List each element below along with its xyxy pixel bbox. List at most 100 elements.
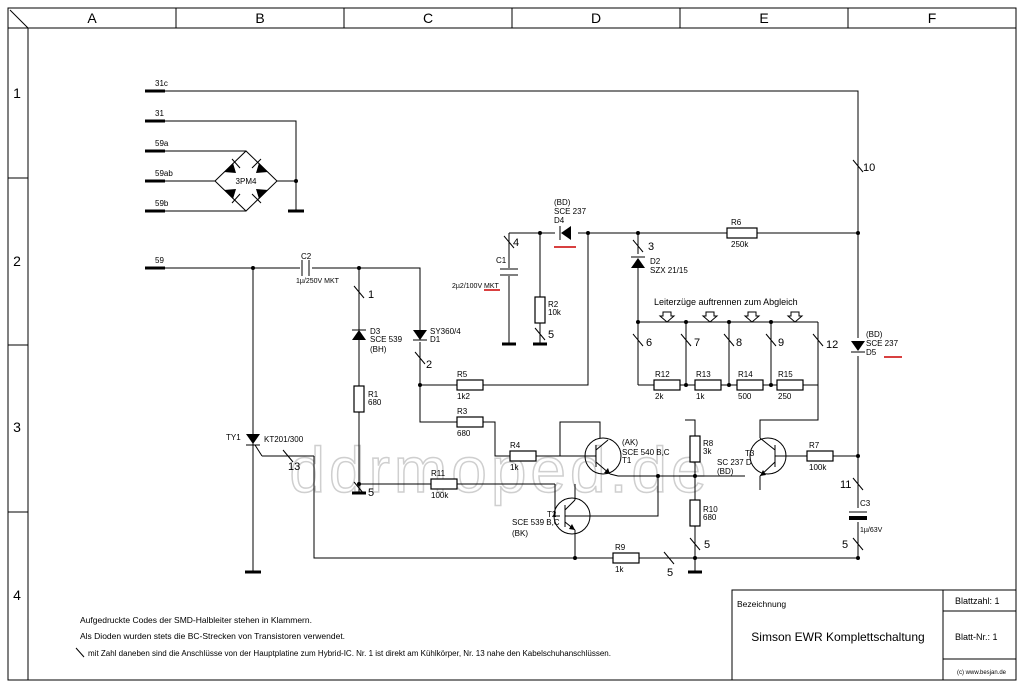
bridge-rectifier — [214, 150, 278, 212]
ty1-type: KT201/300 — [264, 435, 304, 444]
r9-name: R9 — [615, 543, 626, 552]
resistor-r7 — [806, 450, 834, 462]
grid-column-label: D — [591, 10, 601, 26]
pin-6-label: 6 — [646, 337, 652, 349]
r12-value: 2k — [655, 392, 664, 401]
input-terminals — [145, 89, 165, 270]
note-line-2: Als Dioden wurden stets die BC-Strecken … — [80, 631, 345, 641]
grid-column-label: E — [759, 10, 768, 26]
d2-name: D2 — [650, 257, 661, 266]
resistor-r14 — [736, 379, 764, 391]
transistor-t2 — [553, 497, 591, 535]
diode-d3 — [352, 329, 366, 340]
r4-name: R4 — [510, 441, 521, 450]
grid-column-label: B — [255, 10, 264, 26]
pin-5-label: 5 — [842, 539, 848, 551]
c2-value: 1µ/250V MKT — [296, 278, 340, 285]
capacitor-c2 — [301, 260, 310, 276]
resistor-r8 — [689, 435, 701, 463]
junction-dots — [251, 179, 860, 560]
d5-code: (BD) — [866, 330, 883, 339]
t2-name: T2 — [547, 510, 557, 519]
pin-markers — [282, 159, 864, 565]
c3-value: 1µ/63V — [860, 527, 883, 534]
d5-type: SCE 237 — [866, 339, 899, 348]
sheet-number: Blatt-Nr.: 1 — [955, 632, 998, 642]
pin-marker-legend-icon — [75, 647, 85, 658]
pin-8-label: 8 — [736, 337, 742, 349]
d3-code: (BH) — [370, 345, 387, 354]
c1-name: C1 — [496, 256, 507, 265]
r3-value: 680 — [457, 429, 471, 438]
resistor-r4 — [509, 450, 537, 462]
t3-type: SC 237 D — [717, 458, 752, 467]
t2-code: (BK) — [512, 529, 528, 538]
trim-arrows — [658, 311, 804, 323]
pin-5-label: 5 — [704, 539, 710, 551]
r7-value: 100k — [809, 463, 827, 472]
r13-value: 1k — [696, 392, 705, 401]
c2-name: C2 — [301, 252, 312, 261]
grid-row-label: 1 — [13, 85, 21, 101]
r14-name: R14 — [738, 370, 753, 379]
r14-value: 500 — [738, 392, 752, 401]
terminal-59b-label: 59b — [155, 199, 169, 208]
pin-9-label: 9 — [778, 337, 784, 349]
capacitor-c1 — [500, 268, 518, 276]
resistor-r1 — [353, 385, 365, 413]
r11-name: R11 — [431, 469, 446, 478]
resistor-r11 — [430, 478, 458, 490]
r10-name: R10 — [703, 505, 718, 514]
terminal-59a-label: 59a — [155, 139, 169, 148]
pin-12-label: 12 — [826, 339, 838, 351]
resistor-r12 — [653, 379, 681, 391]
terminal-59ab-label: 59ab — [155, 169, 173, 178]
diode-d2 — [631, 256, 645, 268]
grid-column-label: C — [423, 10, 433, 26]
r1-value: 680 — [368, 398, 382, 407]
note-line-3: mit Zahl daneben sind die Anschlüsse von… — [88, 649, 611, 658]
grid-row-label: 3 — [13, 419, 21, 435]
t2-type: SCE 539 B,C — [512, 518, 560, 527]
pin-11-label: 11 — [840, 479, 851, 491]
sheet-count: Blattzahl: 1 — [955, 596, 1000, 606]
circuit-wiring — [165, 90, 859, 574]
r5-name: R5 — [457, 370, 468, 379]
d3-type: SCE 539 — [370, 335, 403, 344]
t3-name: T3 — [745, 449, 755, 458]
pin-2-label: 2 — [426, 359, 432, 371]
pin-4-label: 4 — [513, 237, 519, 249]
transistor-t1 — [560, 437, 622, 477]
drawing-title: Simson EWR Komplettschaltung — [751, 630, 924, 644]
resistor-r15 — [776, 379, 804, 391]
r4-value: 1k — [510, 463, 519, 472]
diode-d1 — [413, 330, 427, 341]
d1-name: D1 — [430, 335, 441, 344]
grid-column-label: A — [87, 10, 97, 26]
d2-type: SZX 21/15 — [650, 266, 688, 275]
c3-name: C3 — [860, 499, 871, 508]
r2-value: 10k — [548, 308, 562, 317]
ty1-name: TY1 — [226, 433, 241, 442]
r15-value: 250 — [778, 392, 792, 401]
trim-label: Leiterzüge auftrennen zum Abgleich — [654, 297, 798, 307]
thyristor-ty1 — [246, 434, 263, 457]
note-line-1: Aufgedruckte Codes der SMD-Halbleiter st… — [80, 615, 312, 625]
resistor-r9 — [612, 552, 640, 564]
d5-name: D5 — [866, 348, 877, 357]
r15-name: R15 — [778, 370, 793, 379]
resistor-r3 — [456, 416, 484, 428]
pin-13-label: 13 — [288, 461, 300, 473]
pin-10-label: 10 — [863, 162, 875, 174]
pin-5-label: 5 — [368, 487, 374, 499]
watermark: ddrmoped.de — [289, 434, 710, 506]
pin-5-label: 5 — [548, 329, 554, 341]
diode-d4 — [559, 226, 571, 240]
d3-name: D3 — [370, 327, 381, 336]
resistor-r6 — [726, 227, 758, 239]
pin-3-label: 3 — [648, 241, 654, 253]
r6-name: R6 — [731, 218, 742, 227]
resistor-r2 — [534, 296, 546, 324]
pin-5-label: 5 — [667, 567, 673, 579]
